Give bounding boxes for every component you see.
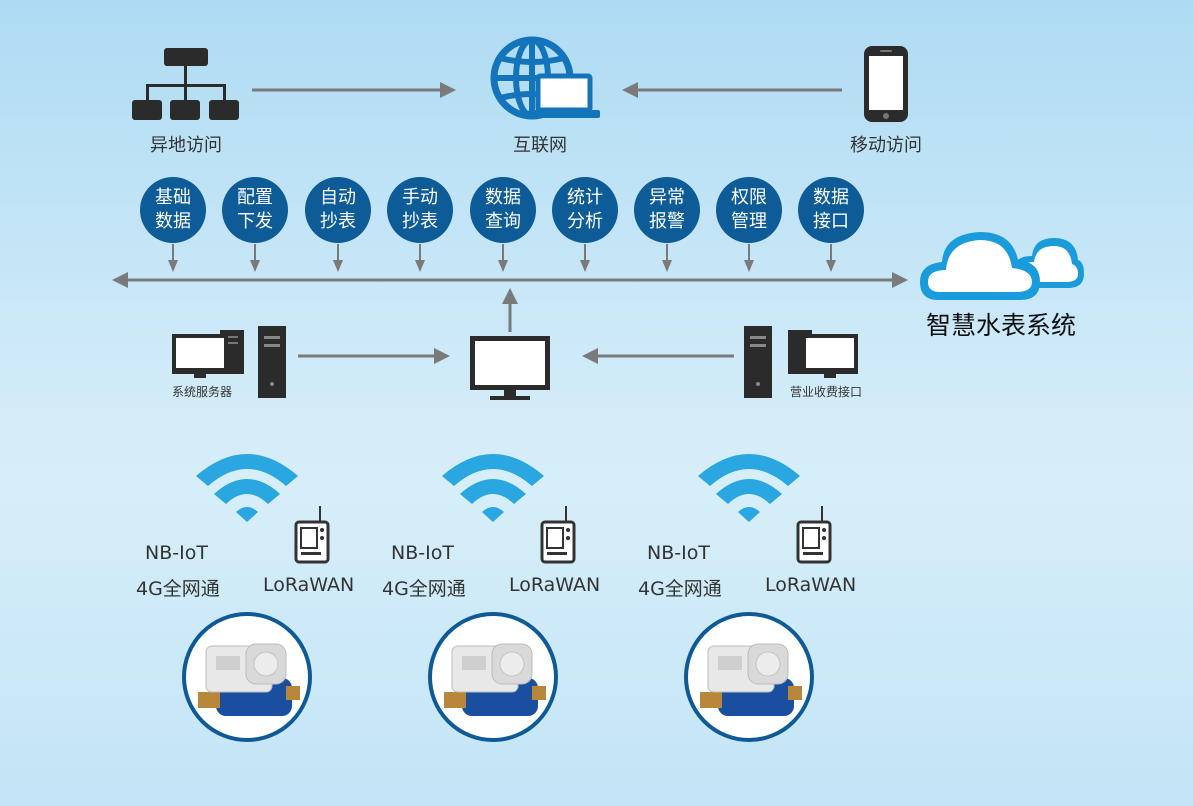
central-monitor-icon [470, 336, 550, 400]
hierarchy-icon [132, 48, 239, 120]
function-arrow-head [826, 260, 836, 272]
system-server-icon [172, 326, 286, 398]
lora-gateway-icon [540, 506, 576, 564]
function-arrow-head [498, 260, 508, 272]
nb-iot-label: NB-IoT [391, 542, 454, 564]
lorawan-label: LoRaWAN [509, 574, 601, 596]
function-arrow-head [333, 260, 343, 272]
function-arrow-head [662, 260, 672, 272]
system-bus [112, 244, 908, 332]
function-item: 自动抄表 [305, 177, 371, 243]
function-item-label: 权限管理 [731, 187, 767, 232]
function-item: 数据接口 [798, 177, 864, 243]
function-arrow-head [250, 260, 260, 272]
function-item: 异常报警 [634, 177, 700, 243]
arrow-remote-to-internet [252, 82, 456, 98]
4g-label: 4G全网通 [382, 578, 466, 600]
remote-access-label: 异地访问 [150, 135, 222, 156]
wifi-icon [196, 454, 298, 522]
function-item-label: 基础数据 [155, 187, 191, 232]
function-item: 权限管理 [716, 177, 782, 243]
function-item: 统计分析 [552, 177, 618, 243]
arrow-billing-to-monitor [582, 348, 734, 364]
mobile-access-label: 移动访问 [850, 135, 922, 156]
internet-globe-icon [490, 36, 600, 120]
function-item-label: 统计分析 [567, 187, 603, 232]
cloud-icon [920, 232, 1084, 300]
lorawan-label: LoRaWAN [263, 574, 355, 596]
wifi-icon [442, 454, 544, 522]
wifi-icon [698, 454, 800, 522]
function-arrow-head [415, 260, 425, 272]
billing-server-icon [744, 326, 858, 398]
internet-label: 互联网 [513, 135, 567, 156]
function-arrow-head [744, 260, 754, 272]
function-item: 数据查询 [470, 177, 536, 243]
function-item-label: 手动抄表 [402, 187, 438, 232]
4g-label: 4G全网通 [638, 578, 722, 600]
arrow-mobile-to-internet [622, 82, 842, 98]
water-meter-icon [444, 643, 546, 716]
water-meter-circle [428, 612, 558, 742]
function-item-label: 数据查询 [485, 187, 521, 232]
function-item-label: 配置下发 [237, 187, 273, 232]
function-item-label: 异常报警 [649, 187, 685, 232]
lora-gateway-icon [294, 506, 330, 564]
function-item: 配置下发 [222, 177, 288, 243]
function-item-label: 数据接口 [813, 187, 849, 232]
arrow-server-to-monitor [298, 348, 450, 364]
cloud-label: 智慧水表系统 [926, 311, 1077, 340]
mobile-phone-icon [864, 46, 908, 122]
water-meter-circle [182, 612, 312, 742]
function-item: 基础数据 [140, 177, 206, 243]
lora-gateway-icon [796, 506, 832, 564]
4g-label: 4G全网通 [136, 578, 220, 600]
nb-iot-label: NB-IoT [647, 542, 710, 564]
function-item-label: 自动抄表 [320, 187, 356, 232]
system-server-label: 系统服务器 [172, 385, 233, 399]
function-item: 手动抄表 [387, 177, 453, 243]
water-meter-circle [684, 612, 814, 742]
function-arrow-head [580, 260, 590, 272]
water-meter-icon [700, 643, 802, 716]
billing-interface-label: 营业收费接口 [790, 385, 863, 399]
nb-iot-label: NB-IoT [145, 542, 208, 564]
function-arrow-head [168, 260, 178, 272]
lorawan-label: LoRaWAN [765, 574, 857, 596]
water-meter-icon [198, 643, 300, 716]
